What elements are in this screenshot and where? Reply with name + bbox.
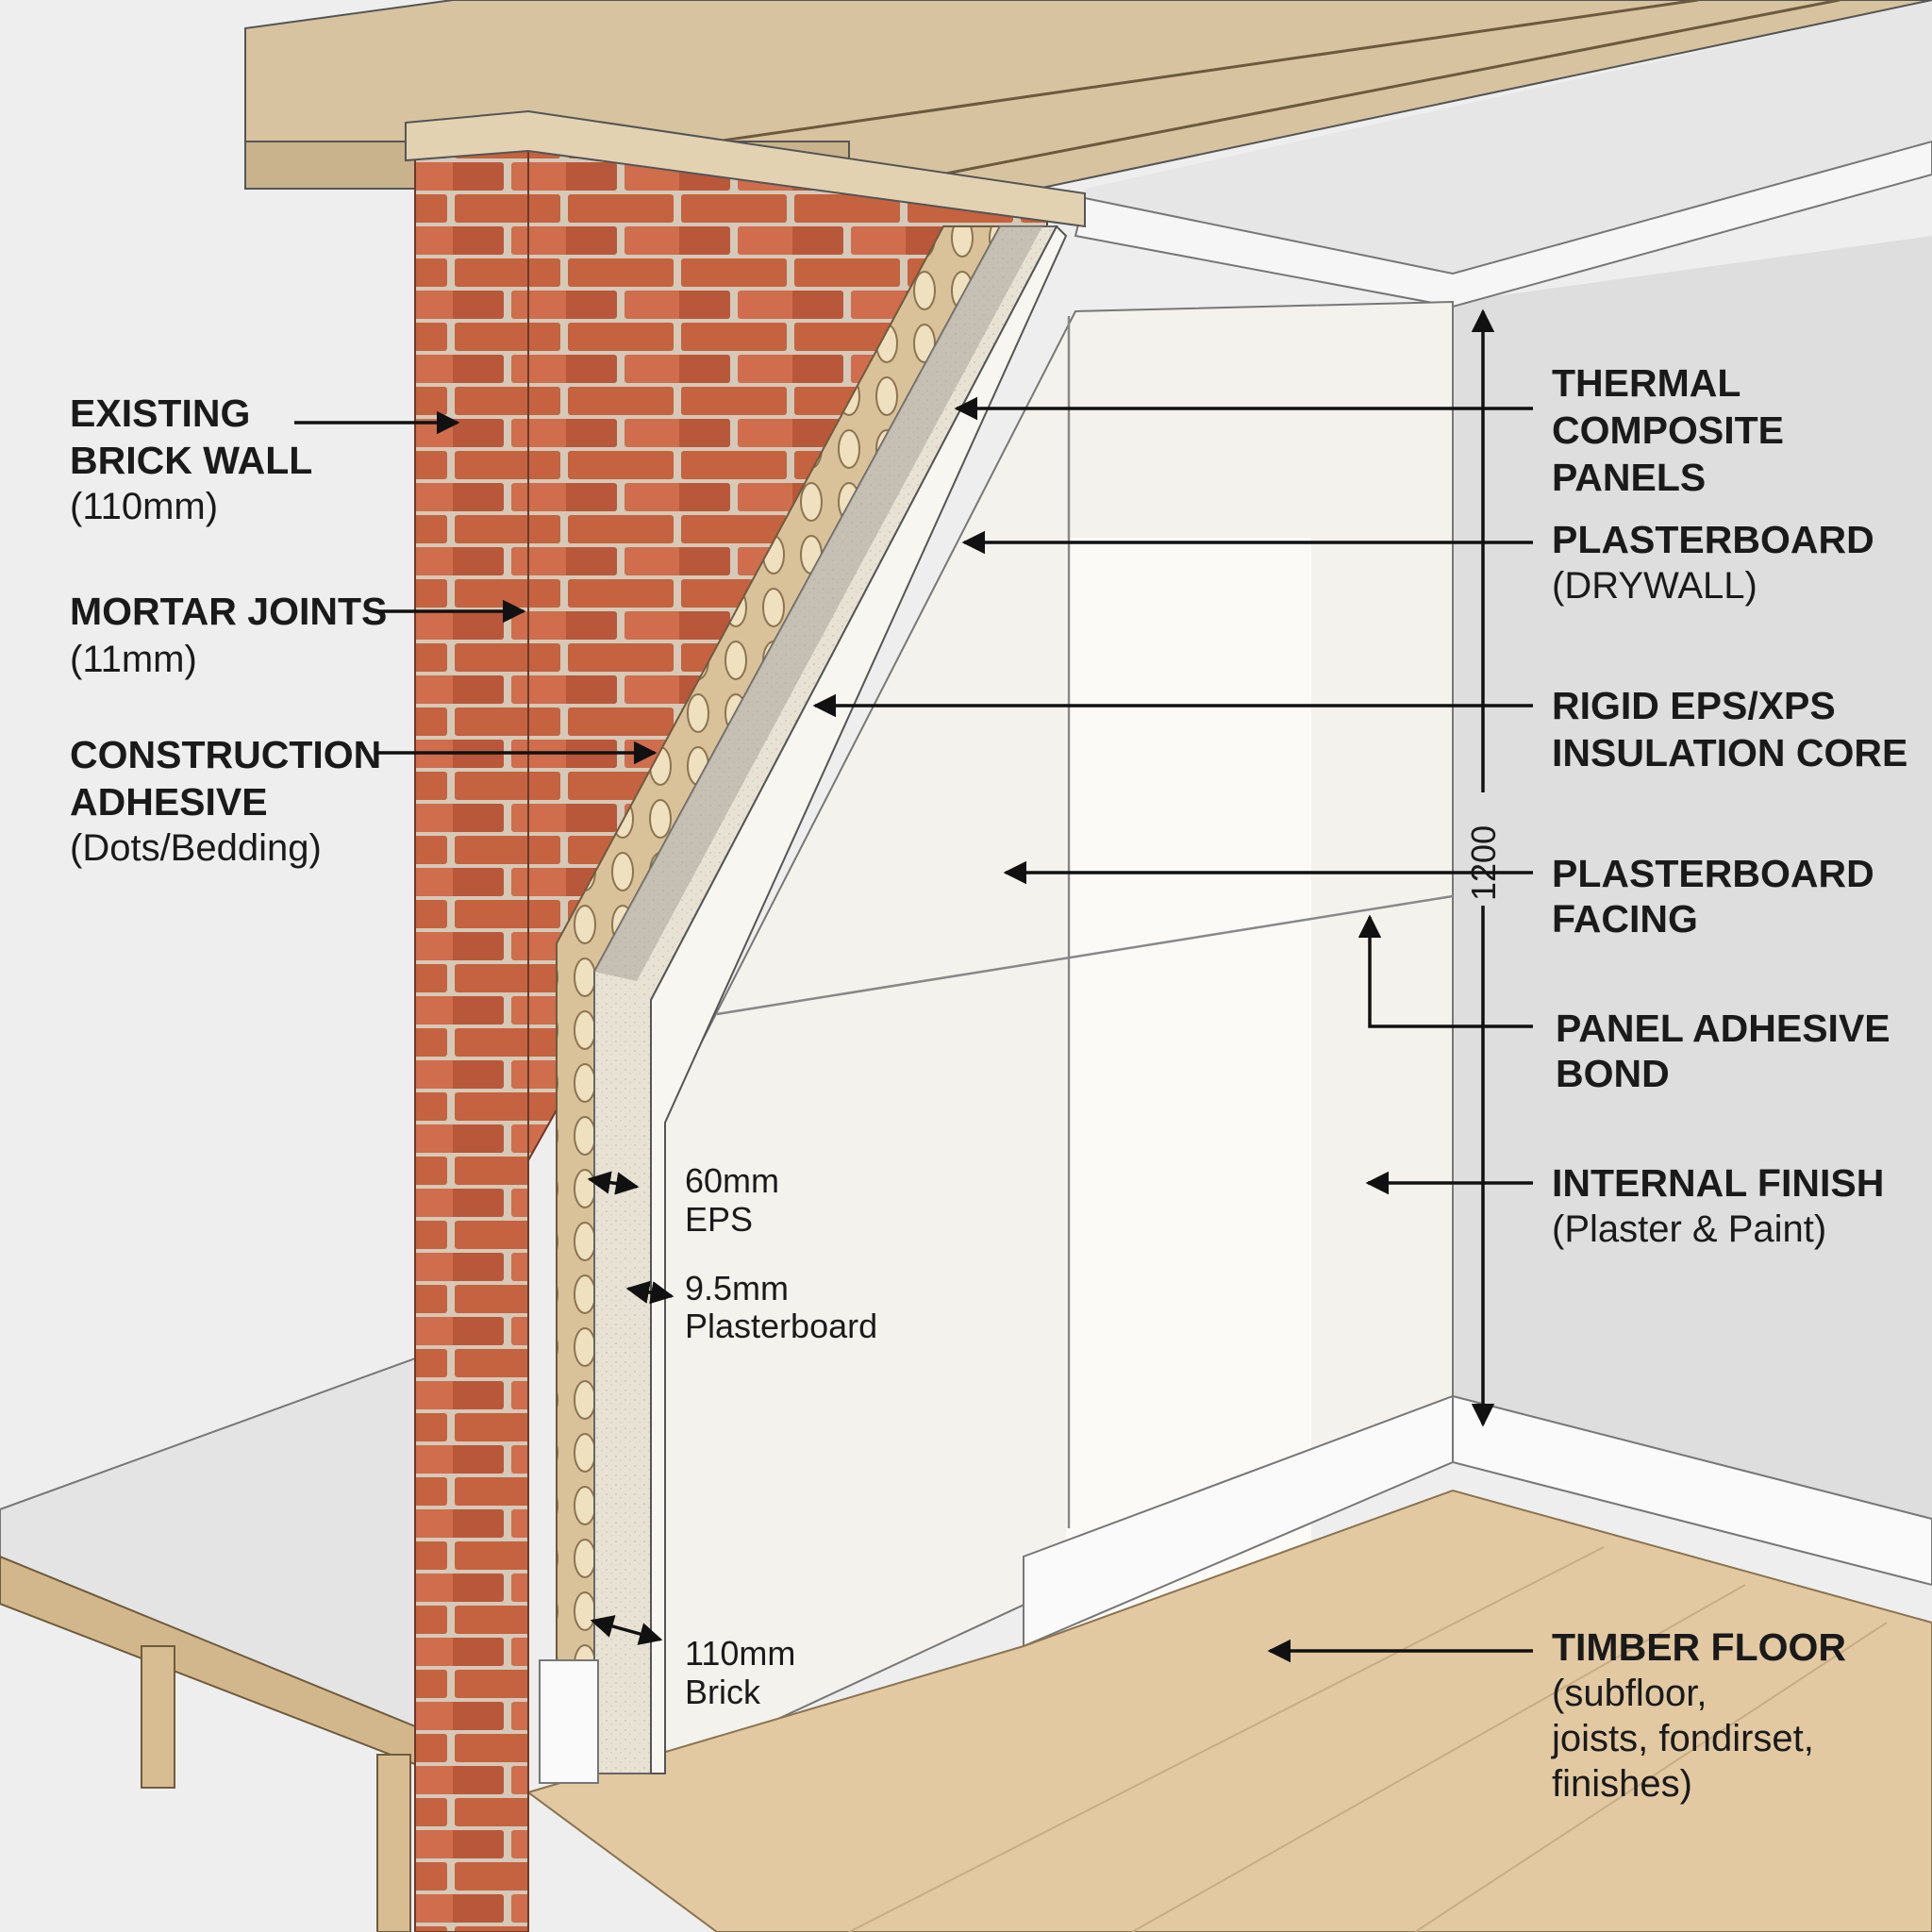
label-floor-sub1: (subfloor, (1552, 1673, 1707, 1714)
dim-brick-label: Brick (685, 1673, 761, 1711)
light-panel (1066, 538, 1311, 1632)
brick-wall (414, 140, 529, 1932)
skirting-small (539, 1659, 599, 1784)
label-mortar-sub: (11mm) (70, 639, 197, 680)
label-thermal-1: THERMAL (1552, 361, 1740, 405)
label-bond-2: BOND (1556, 1052, 1670, 1095)
dim-eps-label: EPS (685, 1200, 753, 1239)
label-brick-wall-1: EXISTING (70, 391, 250, 435)
label-floor-1: TIMBER FLOOR (1552, 1625, 1846, 1669)
timber-floor (525, 1489, 1932, 1932)
label-floor-sub3: finishes) (1552, 1763, 1692, 1805)
label-core-2: INSULATION CORE (1552, 731, 1907, 774)
label-core-1: RIGID EPS/XPS (1552, 684, 1836, 727)
label-finish-1: INTERNAL FINISH (1552, 1161, 1884, 1205)
dim-plasterboard-label: Plasterboard (685, 1307, 877, 1345)
label-thermal-2: COMPOSITE (1552, 408, 1784, 452)
ceiling (1075, 0, 1932, 274)
dim-brick-value: 110mm (685, 1634, 795, 1673)
label-facing-1: PLASTERBOARD (1552, 852, 1874, 895)
label-adhesive-2: ADHESIVE (70, 780, 268, 824)
label-brick-wall-sub: (110mm) (70, 486, 218, 527)
label-adhesive-1: CONSTRUCTION (70, 733, 381, 776)
cornice (1074, 140, 1932, 308)
label-mortar-1: MORTAR JOINTS (70, 590, 387, 633)
dim-eps-value: 60mm (685, 1161, 779, 1200)
back-wall (1453, 236, 1932, 1519)
label-floor-sub2: joists, fondirset, (1551, 1718, 1814, 1759)
label-facing-2: FACING (1552, 897, 1698, 941)
label-thermal-3: PANELS (1552, 456, 1706, 499)
label-plasterboard-1: PLASTERBOARD (1552, 518, 1874, 561)
dim-plasterboard-value: 9.5mm (685, 1269, 789, 1307)
label-plasterboard-sub: (DRYWALL) (1552, 565, 1757, 607)
label-bond-1: PANEL ADHESIVE (1556, 1007, 1890, 1050)
label-adhesive-sub: (Dots/Bedding) (70, 827, 322, 869)
height-dimension: 1200 (1464, 825, 1503, 901)
label-brick-wall-2: BRICK WALL (70, 439, 312, 482)
label-finish-sub: (Plaster & Paint) (1552, 1208, 1826, 1250)
